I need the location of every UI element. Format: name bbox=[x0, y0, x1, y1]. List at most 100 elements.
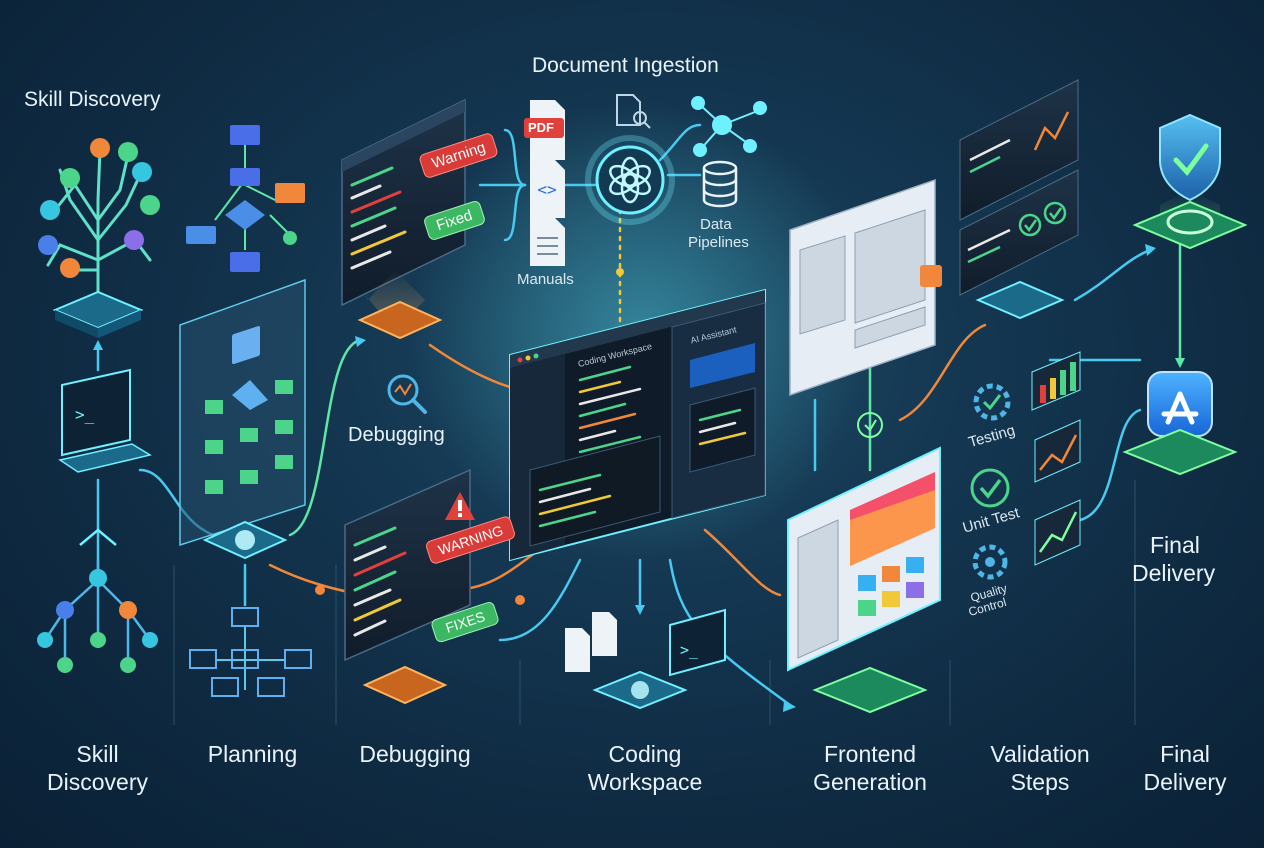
stage-line-1: Frontend bbox=[823, 741, 917, 767]
stage-line-1: Validation bbox=[990, 741, 1090, 767]
app-store-icon bbox=[1147, 371, 1213, 437]
warning-triangle-icon bbox=[445, 492, 475, 520]
plan-decision-icon bbox=[232, 380, 268, 410]
share-icon bbox=[920, 265, 942, 287]
stage-line-1: Planning bbox=[207, 741, 298, 767]
network-node bbox=[142, 632, 158, 648]
heading-debugging: Debugging bbox=[348, 424, 445, 446]
ai-core-icon bbox=[585, 135, 675, 225]
debug-platform-bottom bbox=[362, 665, 448, 705]
doc-manual-icon bbox=[530, 218, 565, 266]
planning-panel bbox=[179, 278, 306, 560]
stage-line-2: Delivery bbox=[1143, 769, 1227, 795]
skill-node-icon bbox=[60, 258, 80, 278]
pdf-label: PDF bbox=[528, 120, 554, 135]
skill-node-icon bbox=[90, 138, 110, 158]
debug-platform-top bbox=[357, 270, 443, 340]
flow-box bbox=[230, 252, 260, 272]
flow-box-outline bbox=[231, 649, 259, 669]
stage-line-2: Steps bbox=[1010, 769, 1070, 795]
stage-line-1: Final bbox=[1160, 741, 1210, 767]
terminal-screen bbox=[61, 368, 131, 457]
planning-flowchart-bottom bbox=[189, 607, 312, 697]
ui-tile bbox=[906, 582, 924, 598]
shield-platform bbox=[1132, 190, 1248, 250]
column-dividers bbox=[173, 480, 1136, 725]
stage-final-delivery: Final Delivery bbox=[1130, 740, 1240, 796]
graph-network-icon bbox=[691, 96, 767, 157]
doc-code-icon: <> bbox=[530, 160, 565, 218]
frontend-platform bbox=[812, 666, 928, 714]
ui-tile bbox=[882, 566, 900, 582]
flow-arrowheads bbox=[93, 244, 1185, 712]
workspace-docs-icon bbox=[565, 612, 617, 672]
heading-document-ingestion: Document Ingestion bbox=[532, 54, 719, 77]
skill-node-icon bbox=[40, 200, 60, 220]
debug-panel-bottom bbox=[344, 468, 471, 662]
svg-text:<>: <> bbox=[537, 180, 556, 199]
doc-search-icon bbox=[616, 94, 651, 129]
validation-platform bbox=[975, 280, 1065, 320]
skill-node-icon bbox=[132, 162, 152, 182]
flow-box-highlight bbox=[275, 183, 305, 203]
stage-line-2: Discovery bbox=[47, 769, 148, 795]
skill-node-icon bbox=[124, 230, 144, 250]
flow-box-outline bbox=[284, 649, 312, 669]
heading-final-2: Delivery bbox=[1132, 560, 1216, 586]
unit-test-check-icon bbox=[970, 468, 1010, 508]
frontend-target-icon bbox=[857, 412, 883, 438]
skill-node-icon bbox=[118, 142, 138, 162]
flow-box bbox=[186, 226, 216, 244]
flow-decision bbox=[225, 200, 265, 230]
stage-validation-steps: Validation Steps bbox=[975, 740, 1105, 796]
branch-icon bbox=[79, 528, 117, 546]
planning-flowchart-top bbox=[186, 125, 305, 272]
heading-final-1: Final bbox=[1150, 532, 1200, 558]
validation-test-panel bbox=[959, 169, 1079, 296]
assistant-bubble bbox=[690, 343, 755, 388]
label-manuals: Manuals bbox=[517, 271, 574, 288]
flow-box-outline bbox=[189, 649, 217, 669]
stage-line-1: Skill bbox=[76, 741, 119, 767]
stage-line-2: Workspace bbox=[587, 769, 703, 795]
doc-pdf-icon bbox=[524, 100, 565, 160]
stage-coding-workspace: Coding Workspace bbox=[575, 740, 715, 796]
network-node bbox=[90, 632, 106, 648]
label-pipelines: Pipelines bbox=[688, 234, 749, 251]
plan-box bbox=[240, 428, 258, 442]
network-node bbox=[56, 601, 74, 619]
code-lines bbox=[350, 166, 407, 270]
testing-gear-icon bbox=[973, 383, 1011, 421]
workspace-terminal-icon: >_ bbox=[669, 608, 726, 677]
label-data: Data bbox=[700, 216, 732, 233]
network-graph-group bbox=[37, 528, 158, 673]
network-node bbox=[119, 601, 137, 619]
bar-chart-icon bbox=[1031, 351, 1081, 411]
network-node bbox=[57, 657, 73, 673]
flow-box bbox=[230, 168, 260, 186]
wireframe-panel-back bbox=[789, 178, 942, 397]
stage-line-1: Coding bbox=[608, 741, 682, 767]
plan-box bbox=[205, 400, 223, 414]
stage-line-1: Debugging bbox=[359, 741, 471, 767]
plan-box bbox=[275, 420, 293, 434]
app-store-platform bbox=[1122, 428, 1238, 476]
flow-box-outline bbox=[257, 677, 285, 697]
terminal-base bbox=[58, 443, 152, 473]
network-node bbox=[37, 632, 53, 648]
stage-frontend-generation: Frontend Generation bbox=[800, 740, 940, 796]
stage-line-2: Generation bbox=[813, 769, 927, 795]
heading-skill-discovery: Skill Discovery bbox=[24, 88, 161, 111]
orange-nodes bbox=[315, 268, 624, 605]
stage-skill-discovery: Skill Discovery bbox=[40, 740, 155, 796]
workspace-code-lines bbox=[538, 365, 747, 528]
magnifier-icon bbox=[387, 374, 427, 414]
ui-tile bbox=[906, 557, 924, 573]
flow-node bbox=[283, 231, 297, 245]
workspace-platform bbox=[592, 670, 688, 710]
validation-chart-panel bbox=[959, 79, 1079, 221]
trend-chart-icon bbox=[1034, 499, 1081, 566]
flow-box-outline bbox=[231, 607, 259, 627]
